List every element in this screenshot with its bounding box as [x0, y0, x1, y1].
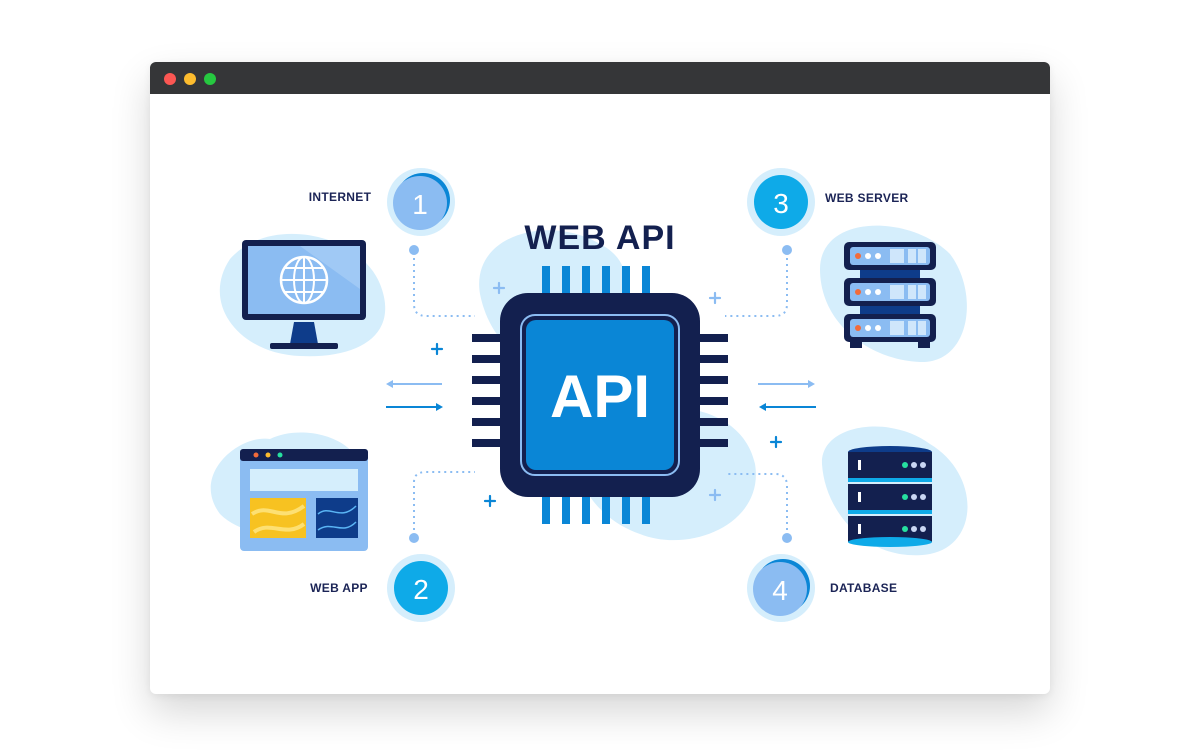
plus-decorations — [430, 281, 783, 508]
node-web-app: 2 WEB APP — [210, 432, 455, 622]
node-number-2: 2 — [413, 574, 429, 605]
connectors — [413, 252, 788, 536]
connector-endpoints — [409, 245, 792, 543]
node-number-3: 3 — [773, 188, 789, 219]
browser-window: WEB API — [150, 62, 1050, 694]
node-label-web-app: WEB APP — [310, 581, 368, 595]
node-database: 4 DATABASE — [747, 426, 968, 622]
chip-pins-bottom — [542, 494, 650, 524]
arrow-right-icon — [436, 403, 443, 411]
chip-pins-top — [542, 266, 650, 298]
chip-pins-sides — [472, 334, 728, 447]
node-number-1: 1 — [412, 189, 428, 220]
arrow-left-icon — [386, 380, 393, 388]
chip-label: API — [550, 363, 650, 430]
node-label-internet: INTERNET — [309, 190, 372, 204]
node-internet: 1 INTERNET — [219, 168, 455, 357]
arrow-right-icon — [808, 380, 815, 388]
maximize-button[interactable] — [204, 73, 216, 85]
node-label-database: DATABASE — [830, 581, 897, 595]
connector-web-server — [725, 252, 788, 317]
right-arrows — [758, 380, 816, 411]
minimize-button[interactable] — [184, 73, 196, 85]
left-arrows — [386, 380, 443, 411]
web-api-diagram: WEB API — [210, 168, 968, 622]
database-icon — [848, 446, 932, 547]
diagram-title: WEB API — [524, 219, 675, 257]
arrow-left-icon — [759, 403, 766, 411]
node-web-server: 3 WEB SERVER — [747, 168, 967, 363]
connector-internet — [413, 252, 475, 317]
diagram-canvas: WEB API — [150, 94, 1050, 694]
node-number-4: 4 — [772, 575, 788, 606]
api-chip: API — [472, 266, 728, 524]
monitor-globe-icon — [242, 240, 366, 349]
title-bar — [150, 62, 1050, 94]
browser-window-icon — [240, 449, 368, 551]
node-label-web-server: WEB SERVER — [825, 191, 908, 205]
close-button[interactable] — [164, 73, 176, 85]
connector-web-app — [413, 471, 475, 536]
server-rack-icon — [844, 242, 936, 348]
